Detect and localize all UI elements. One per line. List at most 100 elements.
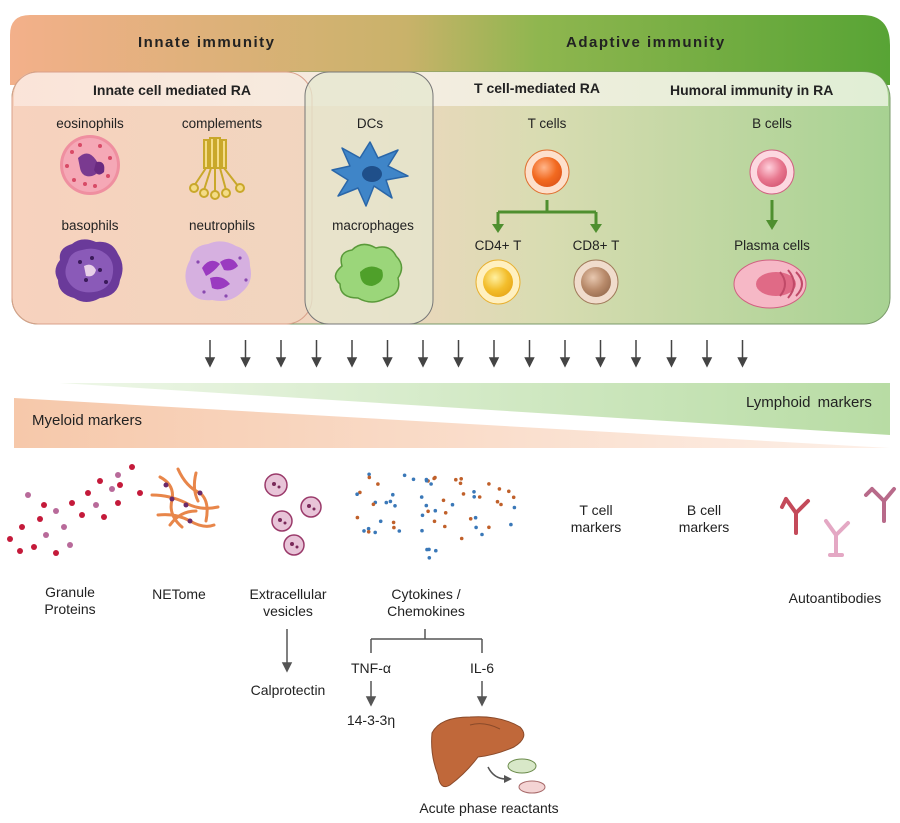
cytokine-dot: [459, 477, 464, 481]
macrophages-label: macrophages: [332, 218, 414, 233]
granule-dot: [7, 536, 13, 542]
cytokine-dot: [371, 502, 376, 507]
down-arrows: [204, 340, 748, 368]
acute-phase-reactants-label: Acute phase reactants: [419, 800, 559, 816]
extracellular-vesicles-icon: [264, 473, 322, 556]
granule-dot: [93, 502, 99, 508]
down-arrow: [666, 340, 677, 368]
basophils-label: basophils: [61, 218, 119, 233]
granule-dot: [53, 508, 59, 514]
cytokine-dot: [397, 529, 402, 533]
cytokine-dot: [512, 505, 517, 510]
14-3-3-eta-label: 14-3-3η: [346, 712, 396, 728]
b-cell-markers-label: B cell markers: [668, 502, 740, 536]
granule-dot: [41, 502, 47, 508]
neutrophil-icon: [185, 241, 251, 301]
granule-proteins-label: Granule Proteins: [30, 584, 110, 618]
down-arrow: [488, 340, 500, 368]
cytokine-dot: [432, 476, 436, 481]
cytokine-dot: [468, 517, 473, 521]
cd4-label: CD4+ T: [474, 238, 522, 253]
granule-proteins-icon: [7, 464, 143, 556]
cytokine-dot: [454, 477, 458, 482]
cytokine-dot: [355, 492, 359, 496]
cytokine-dot: [366, 530, 371, 534]
granule-dot: [101, 514, 107, 520]
cytokine-dot: [378, 519, 383, 524]
eosinophil-icon: [60, 135, 120, 195]
netome-label: NETome: [152, 586, 206, 602]
cytokine-dot: [509, 522, 513, 527]
cytokine-dot: [507, 489, 511, 494]
cytokine-dot: [391, 492, 395, 497]
ev-line2: vesicles: [263, 603, 313, 619]
extracellular-vesicles-label: Extracellular vesicles: [240, 586, 336, 620]
granule-dot: [117, 482, 123, 488]
t-cell-markers-label: T cell markers: [560, 502, 632, 536]
cytokine-dot: [424, 477, 429, 482]
cyto-line2: Chemokines: [387, 603, 465, 619]
cytokine-dot: [459, 536, 464, 541]
cytokine-dot: [373, 530, 378, 535]
cytokine-dot: [477, 495, 482, 499]
cytokine-dot: [497, 487, 502, 491]
acute-phase-arrow: [487, 766, 512, 783]
cytokine-dot: [355, 515, 360, 520]
lymphoid-markers-label: Lymphoid markers: [746, 394, 872, 411]
cytokine-dot: [424, 503, 429, 508]
cytokine-dot: [376, 482, 380, 486]
eosinophils-label: eosinophils: [56, 116, 124, 131]
cytokine-dot: [472, 495, 477, 499]
down-arrow: [737, 340, 748, 368]
cytokine-dot: [367, 475, 372, 480]
down-arrow: [559, 340, 571, 368]
granule-dot: [53, 550, 59, 556]
tcell-line1: T cell: [579, 502, 613, 518]
cytokine-dot: [366, 526, 371, 531]
basophil-icon: [55, 239, 123, 302]
tnf-alpha-label: TNF-α: [351, 660, 391, 676]
granule-dot: [17, 548, 23, 554]
complement-icon: [189, 137, 245, 200]
bcell-line1: B cell: [686, 502, 722, 518]
plasma-cells-label: Plasma cells: [734, 238, 810, 253]
humoral-immunity-title: Humoral immunity in RA: [670, 82, 834, 98]
vesicle: [271, 510, 293, 532]
vesicle: [283, 534, 305, 556]
cytokine-dot: [362, 529, 366, 533]
bcell-line2: markers: [678, 519, 730, 535]
adaptive-immunity-header: Adaptive immunity: [566, 34, 726, 51]
cytokine-dot: [419, 495, 424, 499]
cd4-t-cell-icon: [475, 259, 521, 305]
netome-icon: [150, 467, 220, 529]
cytokine-dot: [487, 525, 491, 530]
cytokine-dot: [487, 482, 491, 486]
t-cells-label: T cells: [527, 116, 567, 131]
lymphoid-band: [60, 383, 890, 435]
granule-dot: [69, 500, 75, 506]
b-cell-icon: [749, 149, 795, 195]
cytokine-dot: [480, 532, 484, 537]
granule-line1: Granule: [45, 584, 95, 600]
down-arrow: [382, 340, 393, 368]
granule-dot: [37, 516, 43, 522]
cd8-label: CD8+ T: [572, 238, 620, 253]
down-arrow: [417, 340, 429, 368]
cytokine-dot: [420, 528, 424, 533]
marker-gradient: [14, 340, 890, 448]
cytokine-dot: [388, 499, 393, 504]
granule-dot: [79, 512, 85, 518]
cytokine-dot: [420, 513, 425, 518]
down-arrow: [346, 340, 358, 368]
granule-dot: [137, 490, 143, 496]
myeloid-band: [14, 398, 890, 448]
granule-dot: [97, 478, 103, 484]
granule-dot: [25, 492, 31, 498]
cytokine-dot: [426, 509, 430, 514]
cytokine-dot: [472, 490, 476, 494]
autoantibodies-icon: [780, 487, 896, 557]
cytokine-dot: [474, 525, 478, 530]
granule-dot: [109, 486, 115, 492]
t-cell-mediated-title: T cell-mediated RA: [474, 80, 601, 96]
granule-dot: [115, 472, 121, 478]
